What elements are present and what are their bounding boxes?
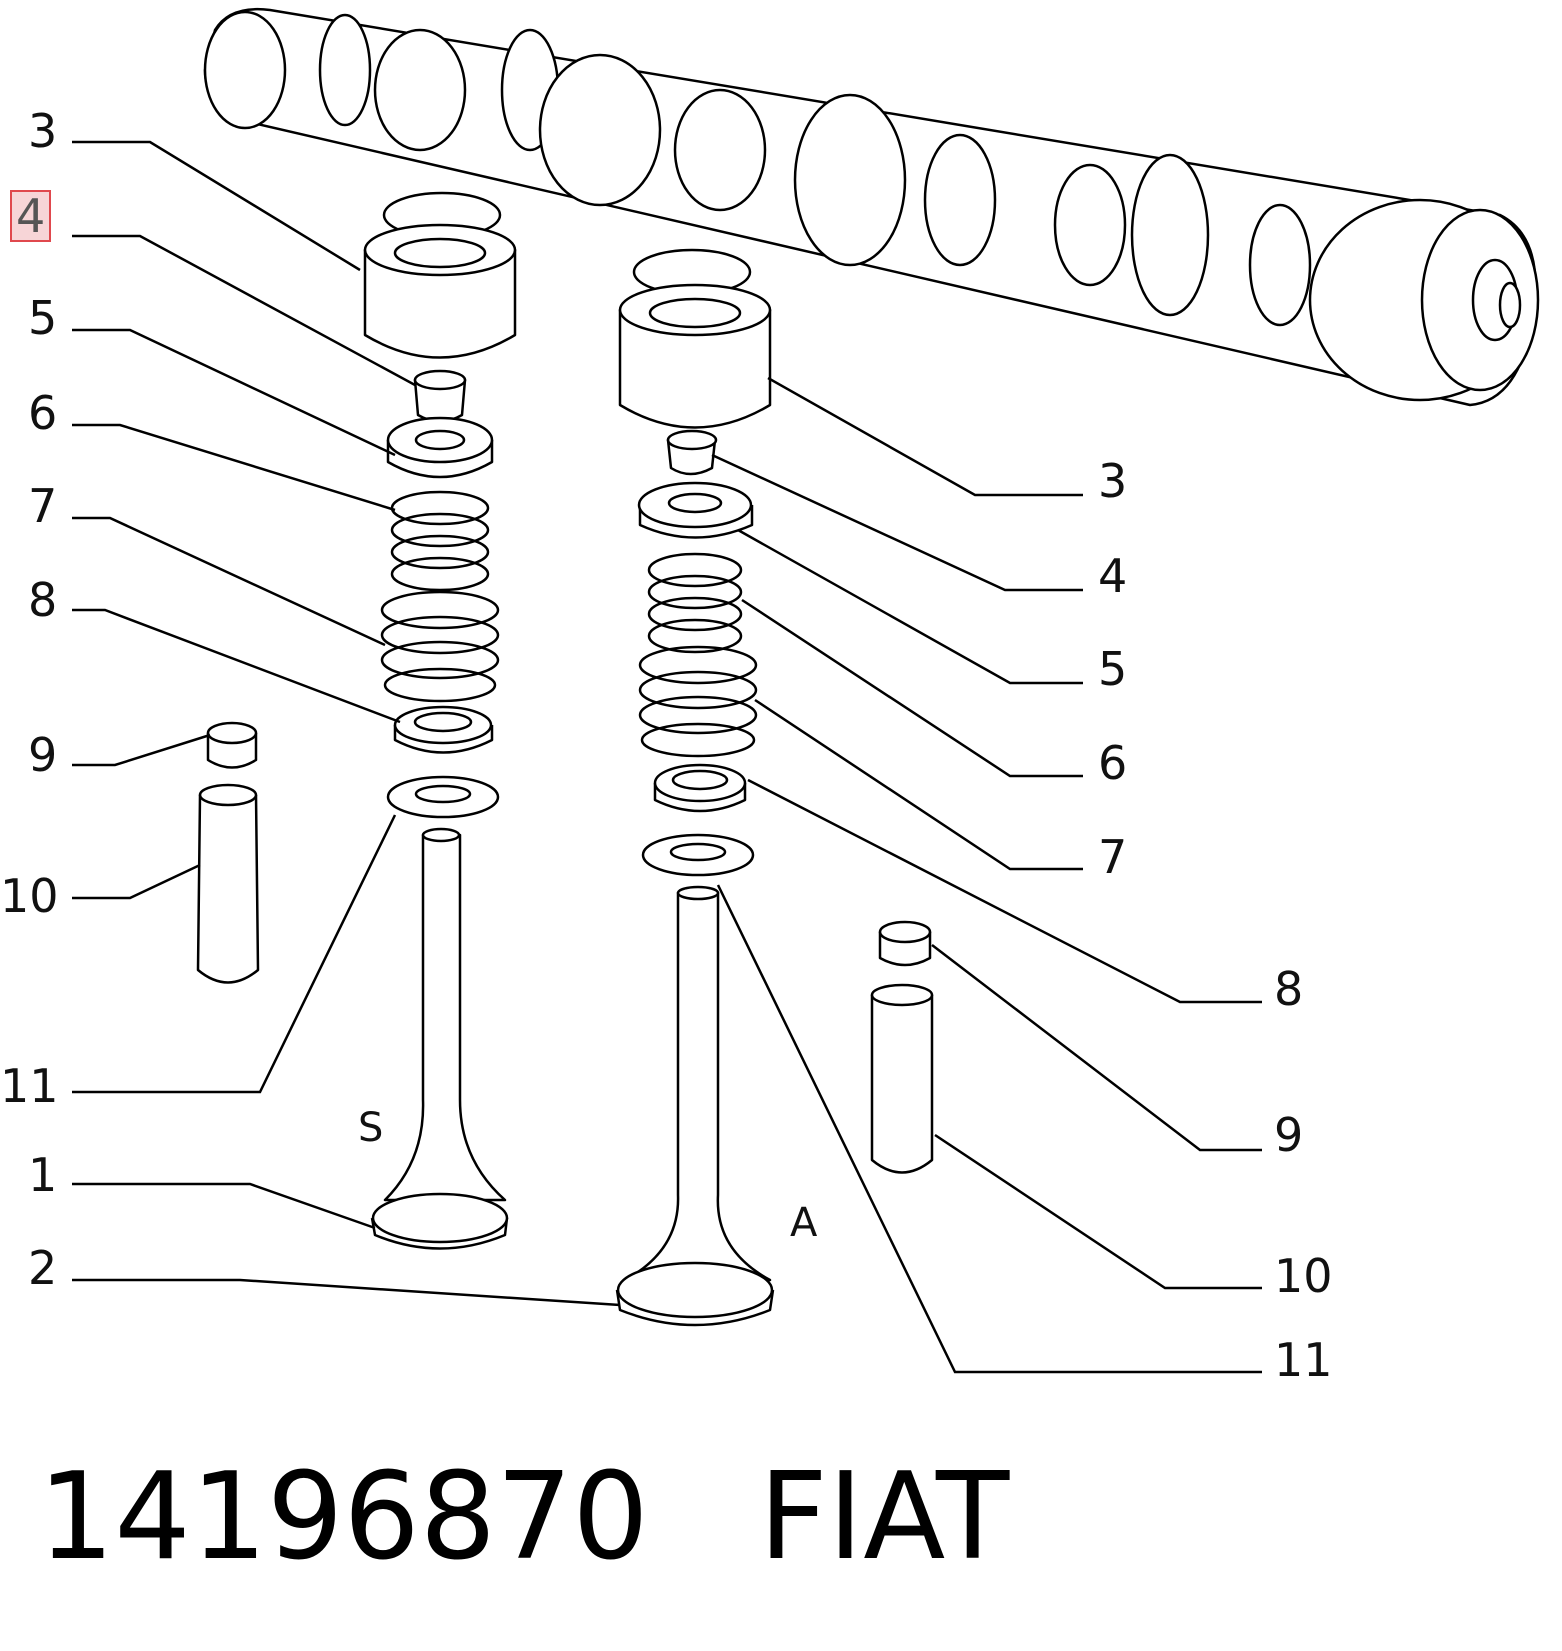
callout-right-7: 7: [1098, 830, 1128, 884]
part-caption: 14196870 FIAT: [38, 1448, 1009, 1587]
callout-left-3: 3: [28, 104, 58, 158]
callout-left-2: 2: [28, 1241, 58, 1295]
intake-valve-label: A: [790, 1200, 818, 1246]
callout-right-5: 5: [1098, 642, 1128, 696]
callout-left-4-highlighted[interactable]: 4: [10, 190, 52, 242]
brand-name: FIAT: [758, 1448, 1010, 1587]
exhaust-valve-label: S: [358, 1105, 384, 1151]
callout-right-3: 3: [1098, 454, 1128, 508]
callout-right-8: 8: [1274, 962, 1304, 1016]
callout-left-9: 9: [28, 728, 58, 782]
callout-left-10: 10: [0, 869, 59, 923]
part-number: 14196870: [38, 1448, 649, 1587]
callout-right-6: 6: [1098, 736, 1128, 790]
callout-right-9: 9: [1274, 1108, 1304, 1162]
callout-left-6: 6: [28, 386, 58, 440]
callout-right-10: 10: [1274, 1249, 1333, 1303]
left-valve-assembly: [196, 191, 517, 1250]
right-valve-assembly: [615, 248, 934, 1327]
callout-right-11: 11: [1274, 1333, 1333, 1387]
camshaft: [203, 8, 1540, 407]
callout-left-8: 8: [28, 573, 58, 627]
callout-left-7: 7: [28, 479, 58, 533]
callout-right-4: 4: [1098, 549, 1128, 603]
callout-left-5: 5: [28, 291, 58, 345]
callout-left-1: 1: [28, 1148, 58, 1202]
leader-lines: [72, 140, 1262, 1374]
callout-left-11: 11: [0, 1059, 59, 1113]
